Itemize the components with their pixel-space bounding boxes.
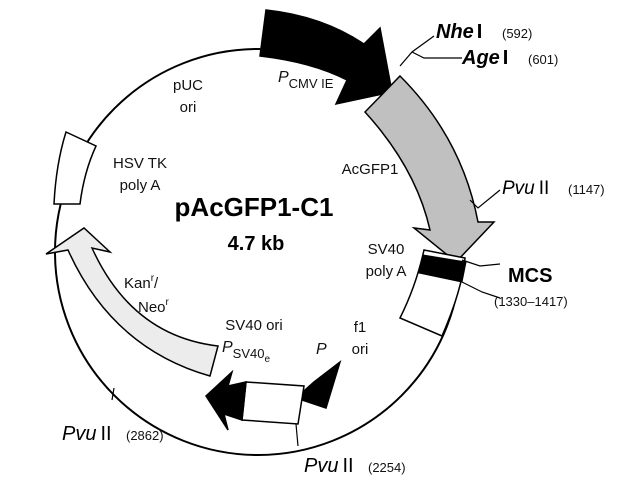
acgfp1-label: AcGFP1 bbox=[342, 161, 399, 178]
pvu-site-2862-pos: (2862) bbox=[126, 428, 164, 443]
puc-ori-label-1: pUC bbox=[173, 77, 203, 94]
sv40e-promoter-arrow bbox=[205, 369, 247, 431]
psv40e-label: PSV40e bbox=[222, 339, 270, 365]
f1-p-label: P bbox=[316, 341, 327, 358]
hsv-tk-polya-box bbox=[53, 130, 97, 205]
hsv-tk-label-2: poly A bbox=[120, 177, 161, 194]
site-lines bbox=[111, 35, 501, 447]
nhe-site-pos: (592) bbox=[502, 26, 532, 41]
mcs-label: MCS bbox=[508, 265, 552, 287]
acgfp1-gene-arrow bbox=[363, 74, 496, 264]
sv40-polya-label-2: poly A bbox=[366, 263, 407, 280]
age-site-pos: (601) bbox=[528, 52, 558, 67]
puc-ori-label-2: ori bbox=[180, 99, 197, 116]
sv40-polya-label-1: SV40 bbox=[368, 241, 405, 258]
hsv-tk-label-1: HSV TK bbox=[113, 155, 167, 172]
plasmid-size: 4.7 kb bbox=[228, 233, 285, 255]
pvu-site-2254-pos: (2254) bbox=[368, 460, 406, 475]
sv40-ori-box bbox=[241, 381, 305, 425]
kan-label: Kanr/ bbox=[124, 273, 159, 292]
pcmv-label: PCMV IE bbox=[278, 69, 334, 91]
f1-ori-label-2: ori bbox=[352, 341, 369, 358]
pcmv-p: P bbox=[278, 69, 289, 86]
plasmid-name: pAcGFP1-C1 bbox=[175, 192, 334, 222]
f1-ori-label-1: f1 bbox=[354, 319, 367, 336]
mcs-range: (1330–1417) bbox=[494, 294, 568, 309]
kan-neo-gene-arrow bbox=[45, 227, 219, 377]
sv40-ori-label: SV40 ori bbox=[225, 317, 283, 334]
f1-promoter-arrow bbox=[294, 359, 342, 409]
pvu-site-1147-pos: (1147) bbox=[568, 182, 605, 197]
neo-label: Neor bbox=[138, 297, 170, 316]
pcmv-sub: CMV IE bbox=[289, 76, 334, 91]
